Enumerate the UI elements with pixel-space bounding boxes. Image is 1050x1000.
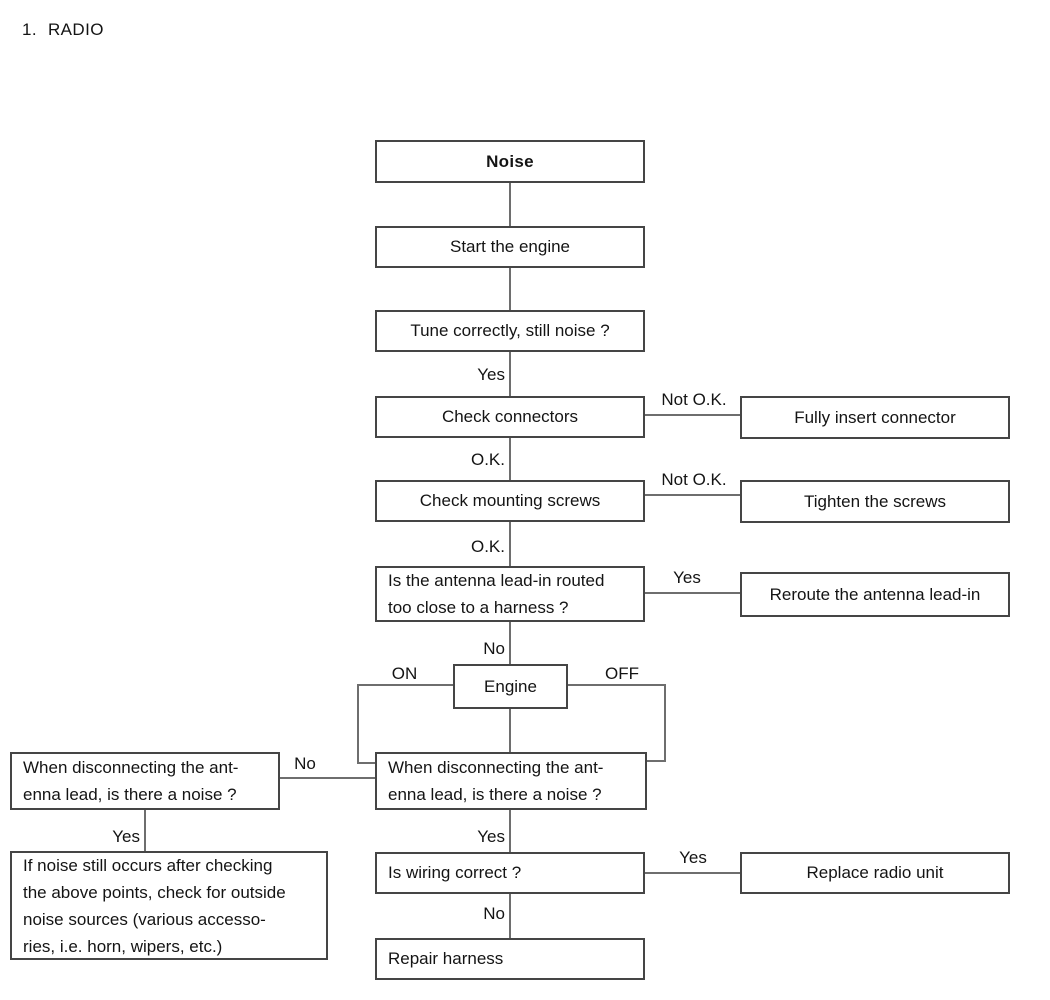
connector-off-into-when xyxy=(647,760,666,762)
edge-label-no-wiring: No xyxy=(483,904,505,923)
node-fully-insert-connector: Fully insert connector xyxy=(740,396,1010,439)
node-engine: Engine xyxy=(453,664,568,709)
edge-label-yes-tune: Yes xyxy=(477,365,505,384)
edge-label-not-ok-screws: Not O.K. xyxy=(661,470,727,489)
edge-label-yes-when-center: Yes xyxy=(477,827,505,846)
node-tune-correctly: Tune correctly, still noise ? xyxy=(375,310,645,352)
connector-screws-antenna xyxy=(509,522,511,566)
connector-tune-connectors xyxy=(509,352,511,396)
node-check-mounting-screws: Check mounting screws xyxy=(375,480,645,522)
page-title-text: RADIO xyxy=(47,20,104,39)
edge-label-engine-on: ON xyxy=(391,664,418,683)
connector-engine-when xyxy=(509,709,511,752)
node-outside-noise-sources: If noise still occurs after checking the… xyxy=(10,851,328,960)
node-antenna-leadin-routed: Is the antenna lead-in routed too close … xyxy=(375,566,645,622)
connector-screws-tighten xyxy=(645,494,740,496)
connector-engine-on-horizontal xyxy=(357,684,453,686)
node-tighten-screws: Tighten the screws xyxy=(740,480,1010,523)
connector-on-into-when xyxy=(357,762,375,764)
page-title: 1. RADIO xyxy=(22,20,104,40)
node-reroute-antenna: Reroute the antenna lead-in xyxy=(740,572,1010,617)
edge-label-not-ok-connectors: Not O.K. xyxy=(661,390,727,409)
connector-connectors-screws xyxy=(509,438,511,480)
connector-noise-start xyxy=(509,183,511,226)
node-when-disconnecting-left: When disconnecting the ant- enna lead, i… xyxy=(10,752,280,810)
edge-label-ok-connectors: O.K. xyxy=(470,450,505,469)
node-when-disconnecting-center: When disconnecting the ant- enna lead, i… xyxy=(375,752,647,810)
edge-label-yes-antenna: Yes xyxy=(673,568,701,587)
connector-engine-off-vertical xyxy=(664,684,666,762)
edge-label-no-when: No xyxy=(294,754,316,773)
connector-engine-on-vertical xyxy=(357,684,359,764)
edge-label-yes-wiring: Yes xyxy=(679,848,707,867)
node-is-wiring-correct: Is wiring correct ? xyxy=(375,852,645,894)
connector-connectors-insert xyxy=(645,414,740,416)
page-title-number: 1. xyxy=(22,20,37,39)
edge-label-engine-off: OFF xyxy=(605,664,639,683)
connector-start-tune xyxy=(509,268,511,310)
node-start-engine: Start the engine xyxy=(375,226,645,268)
node-check-connectors: Check connectors xyxy=(375,396,645,438)
edge-label-yes-when-left: Yes xyxy=(112,827,140,846)
node-replace-radio-unit: Replace radio unit xyxy=(740,852,1010,894)
edge-label-no-antenna: No xyxy=(483,639,505,658)
node-noise: Noise xyxy=(375,140,645,183)
connector-wiring-repair xyxy=(509,894,511,938)
connector-whenleft-ifnoise xyxy=(144,810,146,851)
connector-engine-off-horizontal xyxy=(568,684,666,686)
connector-whencenter-whenleft xyxy=(280,777,375,779)
connector-antenna-engine xyxy=(509,622,511,664)
node-repair-harness: Repair harness xyxy=(375,938,645,980)
connector-wiring-replace xyxy=(645,872,740,874)
edge-label-ok-screws: O.K. xyxy=(470,537,505,556)
connector-antenna-reroute xyxy=(645,592,740,594)
connector-when-wiring xyxy=(509,810,511,852)
